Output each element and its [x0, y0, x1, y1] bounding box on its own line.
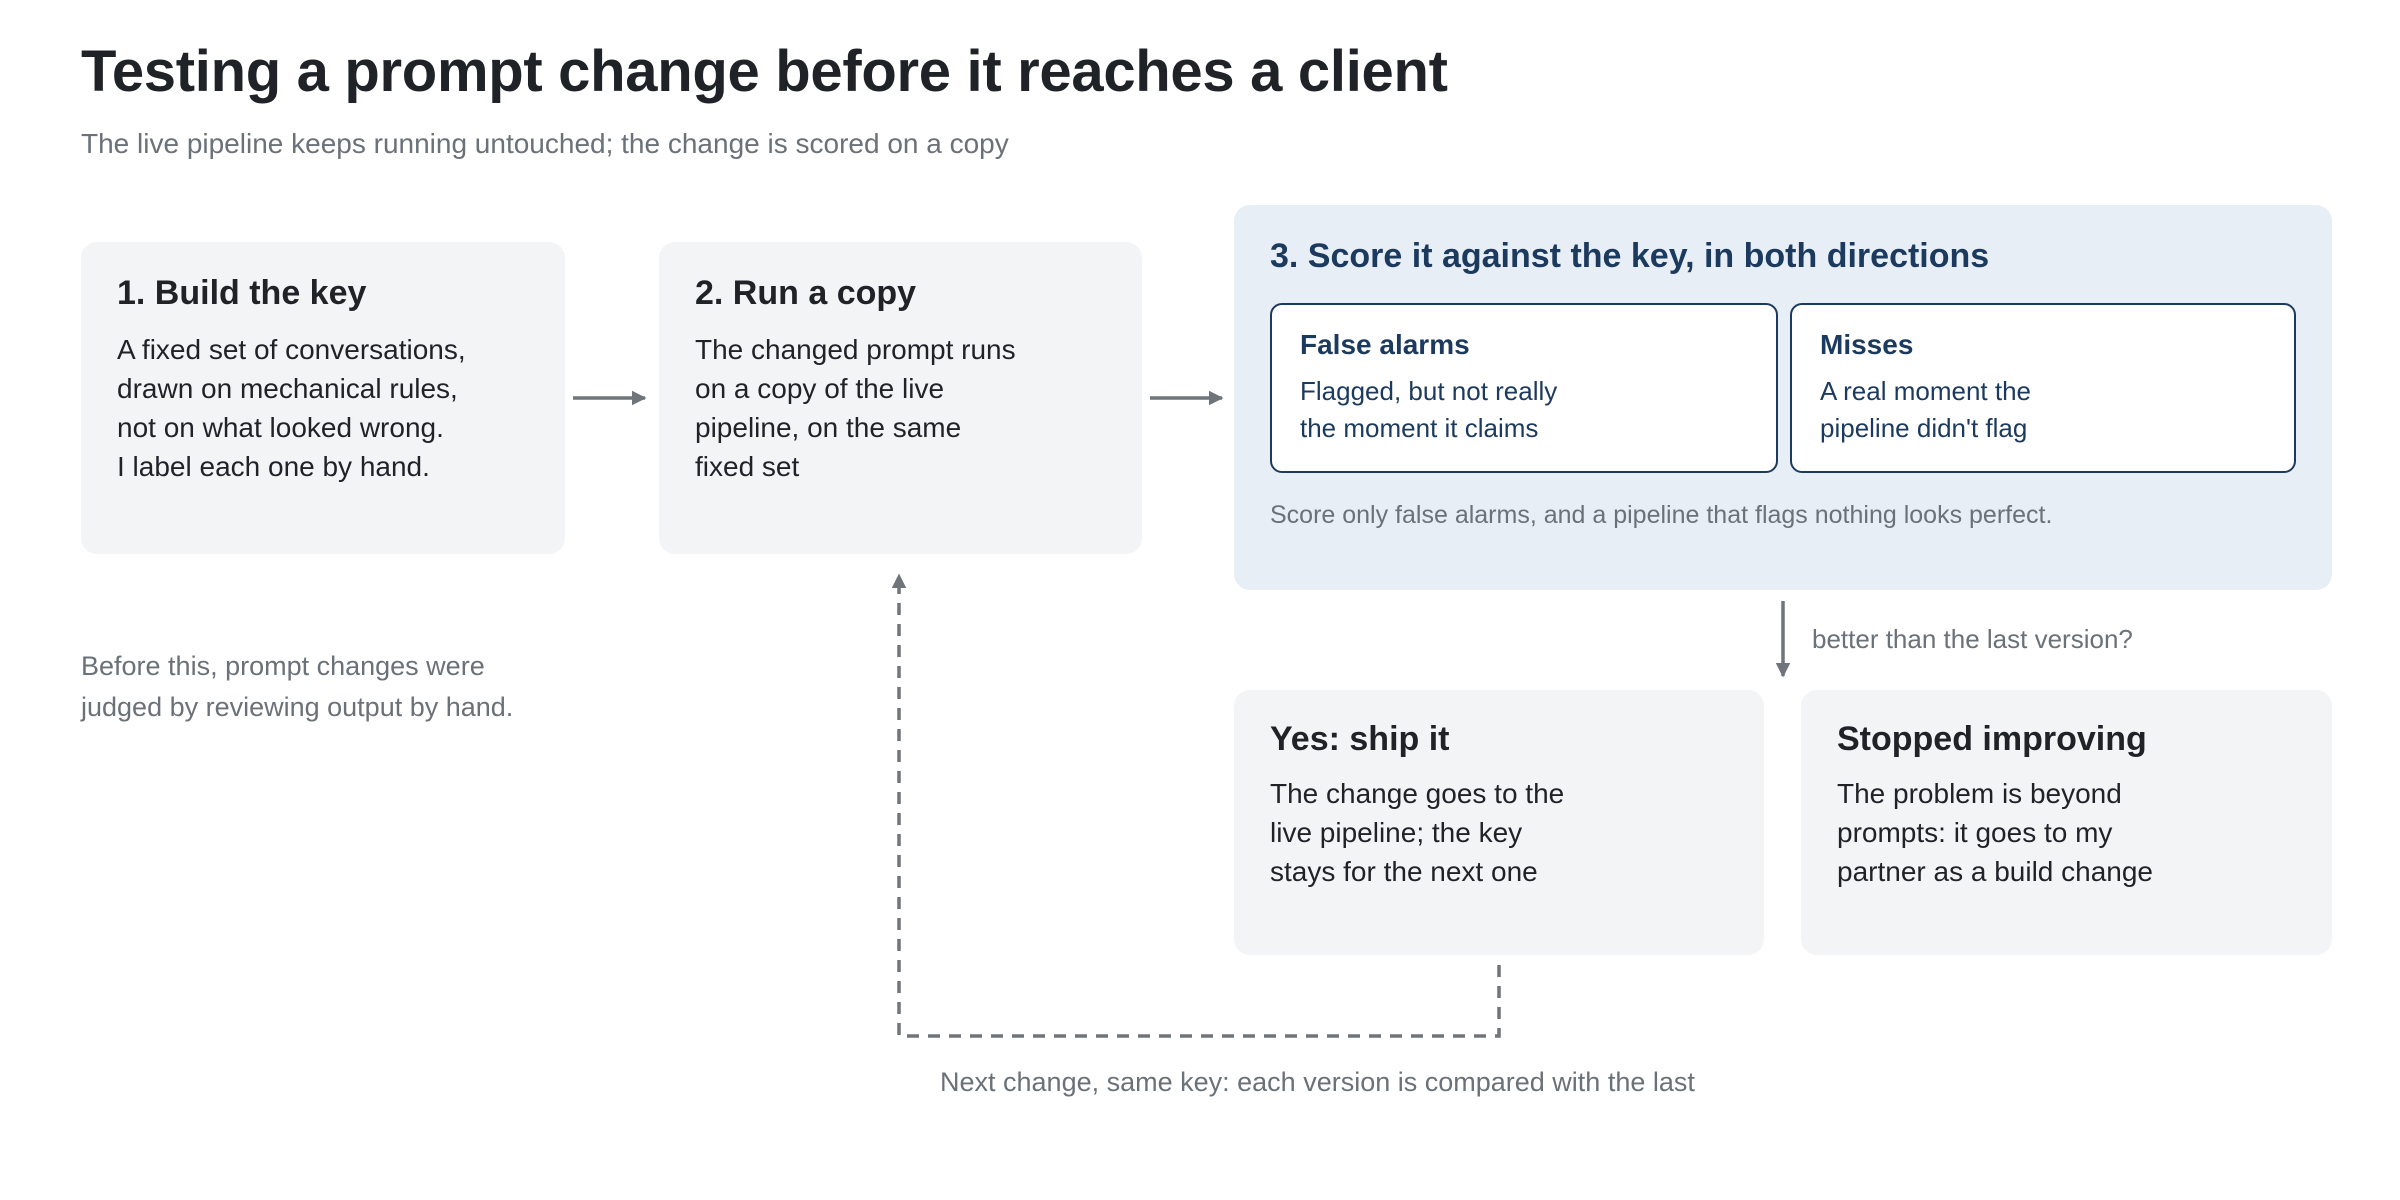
step-3-title: 3. Score it against the key, in both dir… [1270, 237, 1990, 275]
diagram-title: Testing a prompt change before it reache… [81, 39, 1448, 104]
step-2-body: The changed prompt runs on a copy of the… [695, 334, 1016, 482]
step-2-card: 2. Run a copy The changed prompt runs on… [659, 242, 1142, 554]
before-note: Before this, prompt changes were judged … [81, 651, 514, 722]
outcome-stopped-card: Stopped improving The problem is beyond … [1801, 690, 2332, 955]
step-3-card: 3. Score it against the key, in both dir… [1234, 205, 2332, 590]
outcome-ship-card: Yes: ship it The change goes to the live… [1234, 690, 1764, 955]
step-1-card: 1. Build the key A fixed set of conversa… [81, 242, 565, 554]
step-2-title: 2. Run a copy [695, 274, 917, 312]
misses-title: Misses [1820, 329, 1914, 360]
outcome-ship-title: Yes: ship it [1270, 720, 1450, 758]
outcome-stopped-title: Stopped improving [1837, 720, 2147, 758]
outcome-stopped-body: The problem is beyond prompts: it goes t… [1837, 778, 2153, 887]
outcome-ship-body: The change goes to the live pipeline; th… [1270, 778, 1565, 887]
step-3-note: Score only false alarms, and a pipeline … [1270, 501, 2053, 529]
misses-box: Misses A real moment the pipeline didn't… [1790, 303, 2296, 473]
false-alarms-body: Flagged, but not really the moment it cl… [1300, 376, 1558, 443]
false-alarms-box: False alarms Flagged, but not really the… [1270, 303, 1778, 473]
step-1-title: 1. Build the key [117, 274, 367, 312]
step-1-body: A fixed set of conversations, drawn on m… [117, 334, 466, 482]
loop-note: Next change, same key: each version is c… [940, 1067, 1695, 1097]
diagram-subtitle: The live pipeline keeps running untouche… [81, 128, 1009, 159]
decision-label: better than the last version? [1812, 624, 2133, 654]
loop-back-arrow [891, 573, 1501, 1038]
false-alarms-title: False alarms [1300, 329, 1470, 360]
misses-body: A real moment the pipeline didn't flag [1820, 376, 2031, 443]
